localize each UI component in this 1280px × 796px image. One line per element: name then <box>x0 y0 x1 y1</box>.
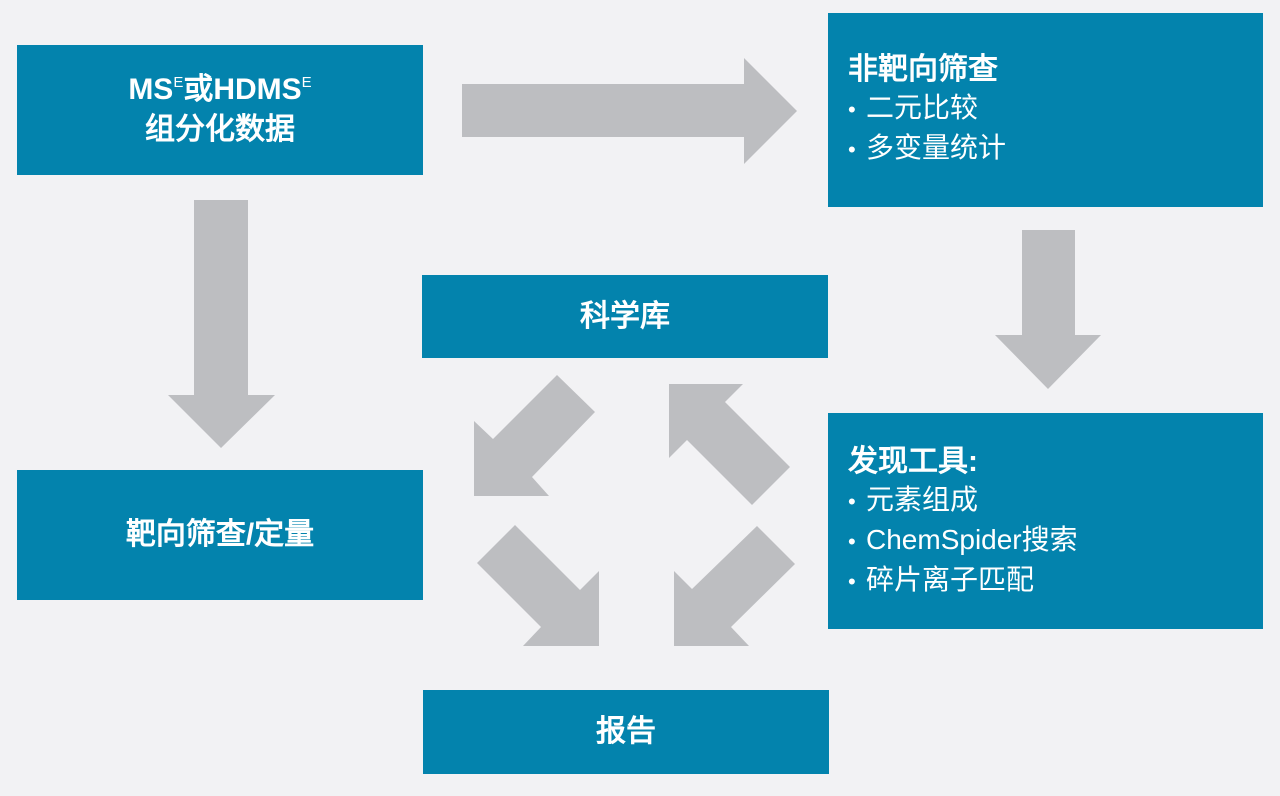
untargeted-title: 非靶向筛查 <box>848 53 998 86</box>
untargeted-item: 二元比较 <box>848 89 1263 129</box>
report-box: 报告 <box>423 690 829 774</box>
arrow-untargeted-to-discovery <box>995 230 1101 389</box>
arrow-discovery-to-report <box>674 526 795 646</box>
ms-data-line1: MSE或HDMSE <box>128 73 312 106</box>
untargeted-screening-box: 非靶向筛查 二元比较 多变量统计 <box>828 13 1263 207</box>
discovery-tools-box: 发现工具: 元素组成 ChemSpider搜索 碎片离子匹配 <box>828 413 1263 629</box>
arrow-ms-to-untargeted <box>462 58 797 164</box>
untargeted-item: 多变量统计 <box>848 129 1263 169</box>
discovery-item: 碎片离子匹配 <box>848 561 1263 601</box>
discovery-title: 发现工具: <box>848 445 978 478</box>
ms-data-box: MSE或HDMSE 组分化数据 <box>17 45 423 175</box>
discovery-item: ChemSpider搜索 <box>848 521 1263 561</box>
library-title: 科学库 <box>580 299 670 333</box>
arrow-ms-to-targeted <box>168 200 275 448</box>
scientific-library-box: 科学库 <box>422 275 828 358</box>
targeted-screening-box: 靶向筛查/定量 <box>17 470 423 600</box>
targeted-title: 靶向筛查/定量 <box>125 518 315 551</box>
report-title: 报告 <box>596 715 656 748</box>
arrow-library-to-report <box>477 525 599 646</box>
arrow-discovery-to-library <box>669 384 790 505</box>
arrow-library-down-left <box>474 375 595 496</box>
discovery-item: 元素组成 <box>848 481 1263 521</box>
ms-data-line2: 组分化数据 <box>145 113 295 146</box>
